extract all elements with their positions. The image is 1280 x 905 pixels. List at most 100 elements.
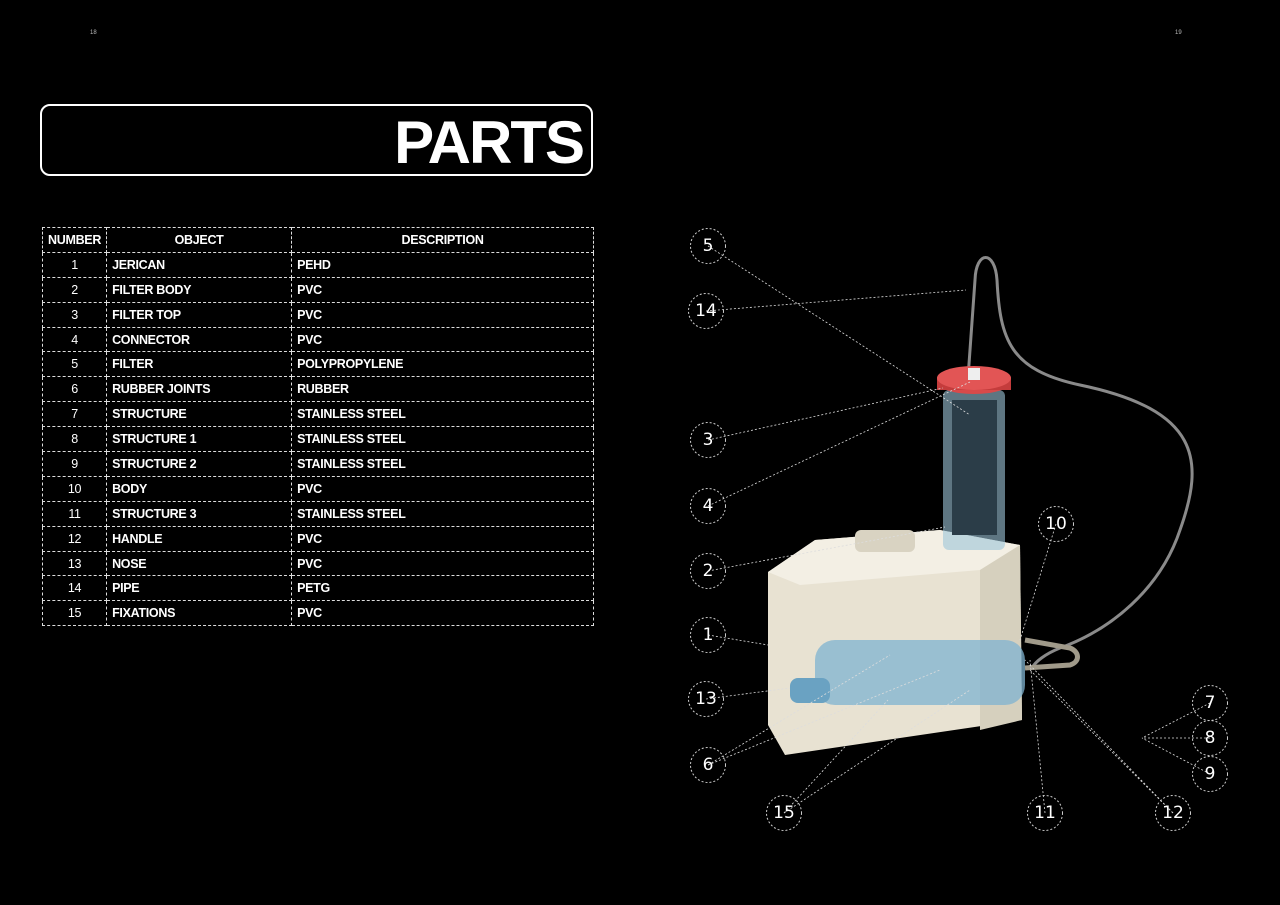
cell-number: 6 [41,376,108,403]
cell-number: 9 [41,451,108,477]
leader-line [707,387,944,441]
callout-circle [766,795,802,831]
callout-14: 14 [688,293,724,329]
cell-object: STRUCTURE 3 [106,500,293,527]
leader-line [707,245,971,416]
leader-line [1141,737,1211,775]
cell-object: RUBBER JOINTS [106,376,293,403]
title-box: PARTS [40,104,593,176]
callout-label: 11 [1034,803,1056,823]
cell-description: STAINLESS STEEL [291,426,594,453]
leader-line [783,689,971,814]
callout-11: 11 [1027,795,1063,831]
cell-number: 5 [41,351,108,378]
callout-8: 8 [1192,720,1228,756]
cell-number: 14 [41,575,108,602]
callout-label: 13 [695,689,717,709]
page-number-left: 18 [90,30,97,36]
cell-number: 10 [41,475,108,502]
cell-object: FIXATIONS [106,600,293,627]
callout-circle [690,422,726,458]
cell-number: 12 [41,525,108,552]
callout-circle [1192,685,1228,721]
callout-circle [690,747,726,783]
callout-circle [690,228,726,264]
leader-line [1029,669,1174,814]
callout-15: 15 [766,795,802,831]
page-title: PARTS [394,109,585,176]
cell-description: STAINLESS STEEL [291,500,594,527]
leader-line [1019,523,1057,641]
callout-circle [1155,795,1191,831]
filter-column [937,366,1011,550]
table-header-row: NUMBER OBJECT DESCRIPTION [41,227,594,253]
leader-line [783,699,889,814]
cell-number: 2 [41,276,108,303]
cell-number: 15 [41,600,108,627]
cell-object: BODY [106,475,293,502]
cell-description: PVC [291,276,594,303]
callout-label: 15 [773,803,795,823]
callout-label: 6 [703,755,714,775]
callout-4: 4 [690,488,726,524]
callout-7: 7 [1192,685,1228,721]
callout-circle [1192,756,1228,792]
page-number-right: 19 [1175,30,1182,36]
cell-number: 11 [41,500,108,527]
cell-object: STRUCTURE [106,401,293,428]
cell-description: PVC [291,326,594,353]
leader-line [707,526,946,572]
cell-description: POLYPROPYLENE [291,351,594,378]
callout-1: 1 [690,617,726,653]
callout-2: 2 [690,553,726,589]
callout-circle [1027,795,1063,831]
header-number: NUMBER [41,227,108,253]
callout-label: 7 [1205,693,1216,713]
cell-number: 7 [41,401,108,428]
leader-line [1141,702,1211,739]
callout-label: 10 [1045,514,1067,534]
cell-number: 8 [41,426,108,453]
callout-label: 4 [703,496,714,516]
callout-circle [690,617,726,653]
leader-line [707,381,971,507]
cell-object: STRUCTURE 1 [106,426,293,453]
cell-object: FILTER BODY [106,276,293,303]
cell-description: RUBBER [291,376,594,403]
cell-description: PVC [291,475,594,502]
cell-number: 4 [41,326,108,353]
cell-object: FILTER TOP [106,301,293,328]
header-description: DESCRIPTION [291,227,594,253]
cell-description: PVC [291,525,594,552]
callout-label: 12 [1162,803,1184,823]
callout-circle [688,681,724,717]
callout-label: 8 [1205,728,1216,748]
callout-label: 3 [703,430,714,450]
callout-label: 1 [703,625,714,645]
cell-object: JERICAN [106,251,293,278]
callout-label: 5 [703,236,714,256]
cell-object: PIPE [106,575,293,602]
cell-object: NOSE [106,550,293,577]
leader-line [707,669,941,766]
cell-description: STAINLESS STEEL [291,401,594,428]
cell-description: PEHD [291,251,594,278]
leader-line [1029,659,1046,814]
cell-description: PETG [291,575,594,602]
callout-3: 3 [690,422,726,458]
callout-circle [690,553,726,589]
cell-number: 3 [41,301,108,328]
cell-object: CONNECTOR [106,326,293,353]
callout-circle [688,293,724,329]
cell-description: STAINLESS STEEL [291,451,594,477]
